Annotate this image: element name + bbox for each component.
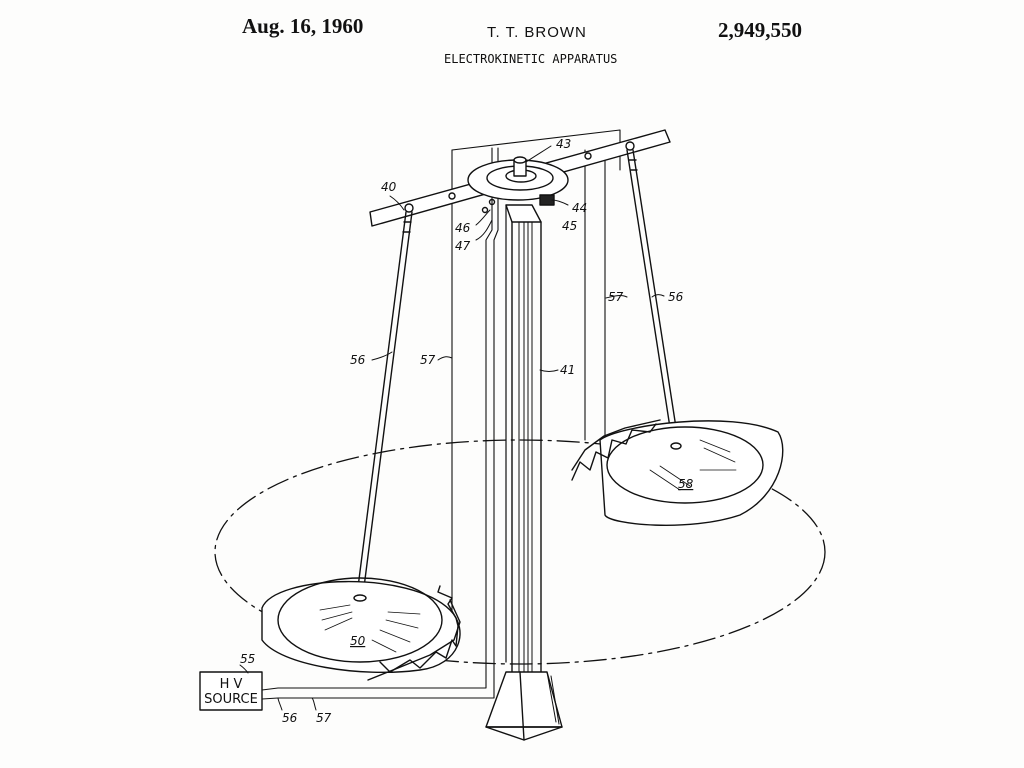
ref-58: 58	[678, 477, 694, 491]
central-hub	[467, 156, 569, 214]
ref-56-bottom: 56	[282, 711, 298, 725]
ref-55: 55	[240, 652, 255, 666]
leader-lines	[239, 145, 665, 711]
ref-50: 50	[350, 634, 366, 648]
hv-source-box	[199, 671, 263, 711]
ref-57-left: 57	[420, 353, 436, 367]
ref-45: 45	[562, 219, 577, 233]
hv-source-line2: SOURCE	[204, 692, 258, 707]
column-base	[485, 671, 563, 741]
ref-56-right: 56	[668, 290, 684, 304]
ref-47: 47	[455, 239, 471, 253]
ref-41: 41	[560, 363, 575, 377]
support-column	[505, 204, 542, 673]
disc-58	[571, 419, 784, 526]
ref-40: 40	[381, 180, 397, 194]
suspension-rod-left	[356, 211, 413, 596]
ref-56-left: 56	[350, 353, 366, 367]
patent-title: ELECTROKINETIC APPARATUS	[444, 52, 618, 66]
patent-number: 2,949,550	[718, 18, 802, 42]
ref-57-bottom: 57	[316, 711, 332, 725]
ref-57-right: 57	[608, 290, 624, 304]
patent-date: Aug. 16, 1960	[242, 14, 364, 38]
orbit-path	[214, 439, 826, 665]
hv-source-line1: H V	[220, 677, 243, 692]
inventor-name: T. T. BROWN	[487, 24, 587, 41]
ref-43: 43	[556, 137, 571, 151]
suspension-rod-right	[626, 149, 680, 448]
disc-50	[261, 577, 461, 681]
ref-46: 46	[455, 221, 471, 235]
ref-44: 44	[572, 201, 587, 215]
